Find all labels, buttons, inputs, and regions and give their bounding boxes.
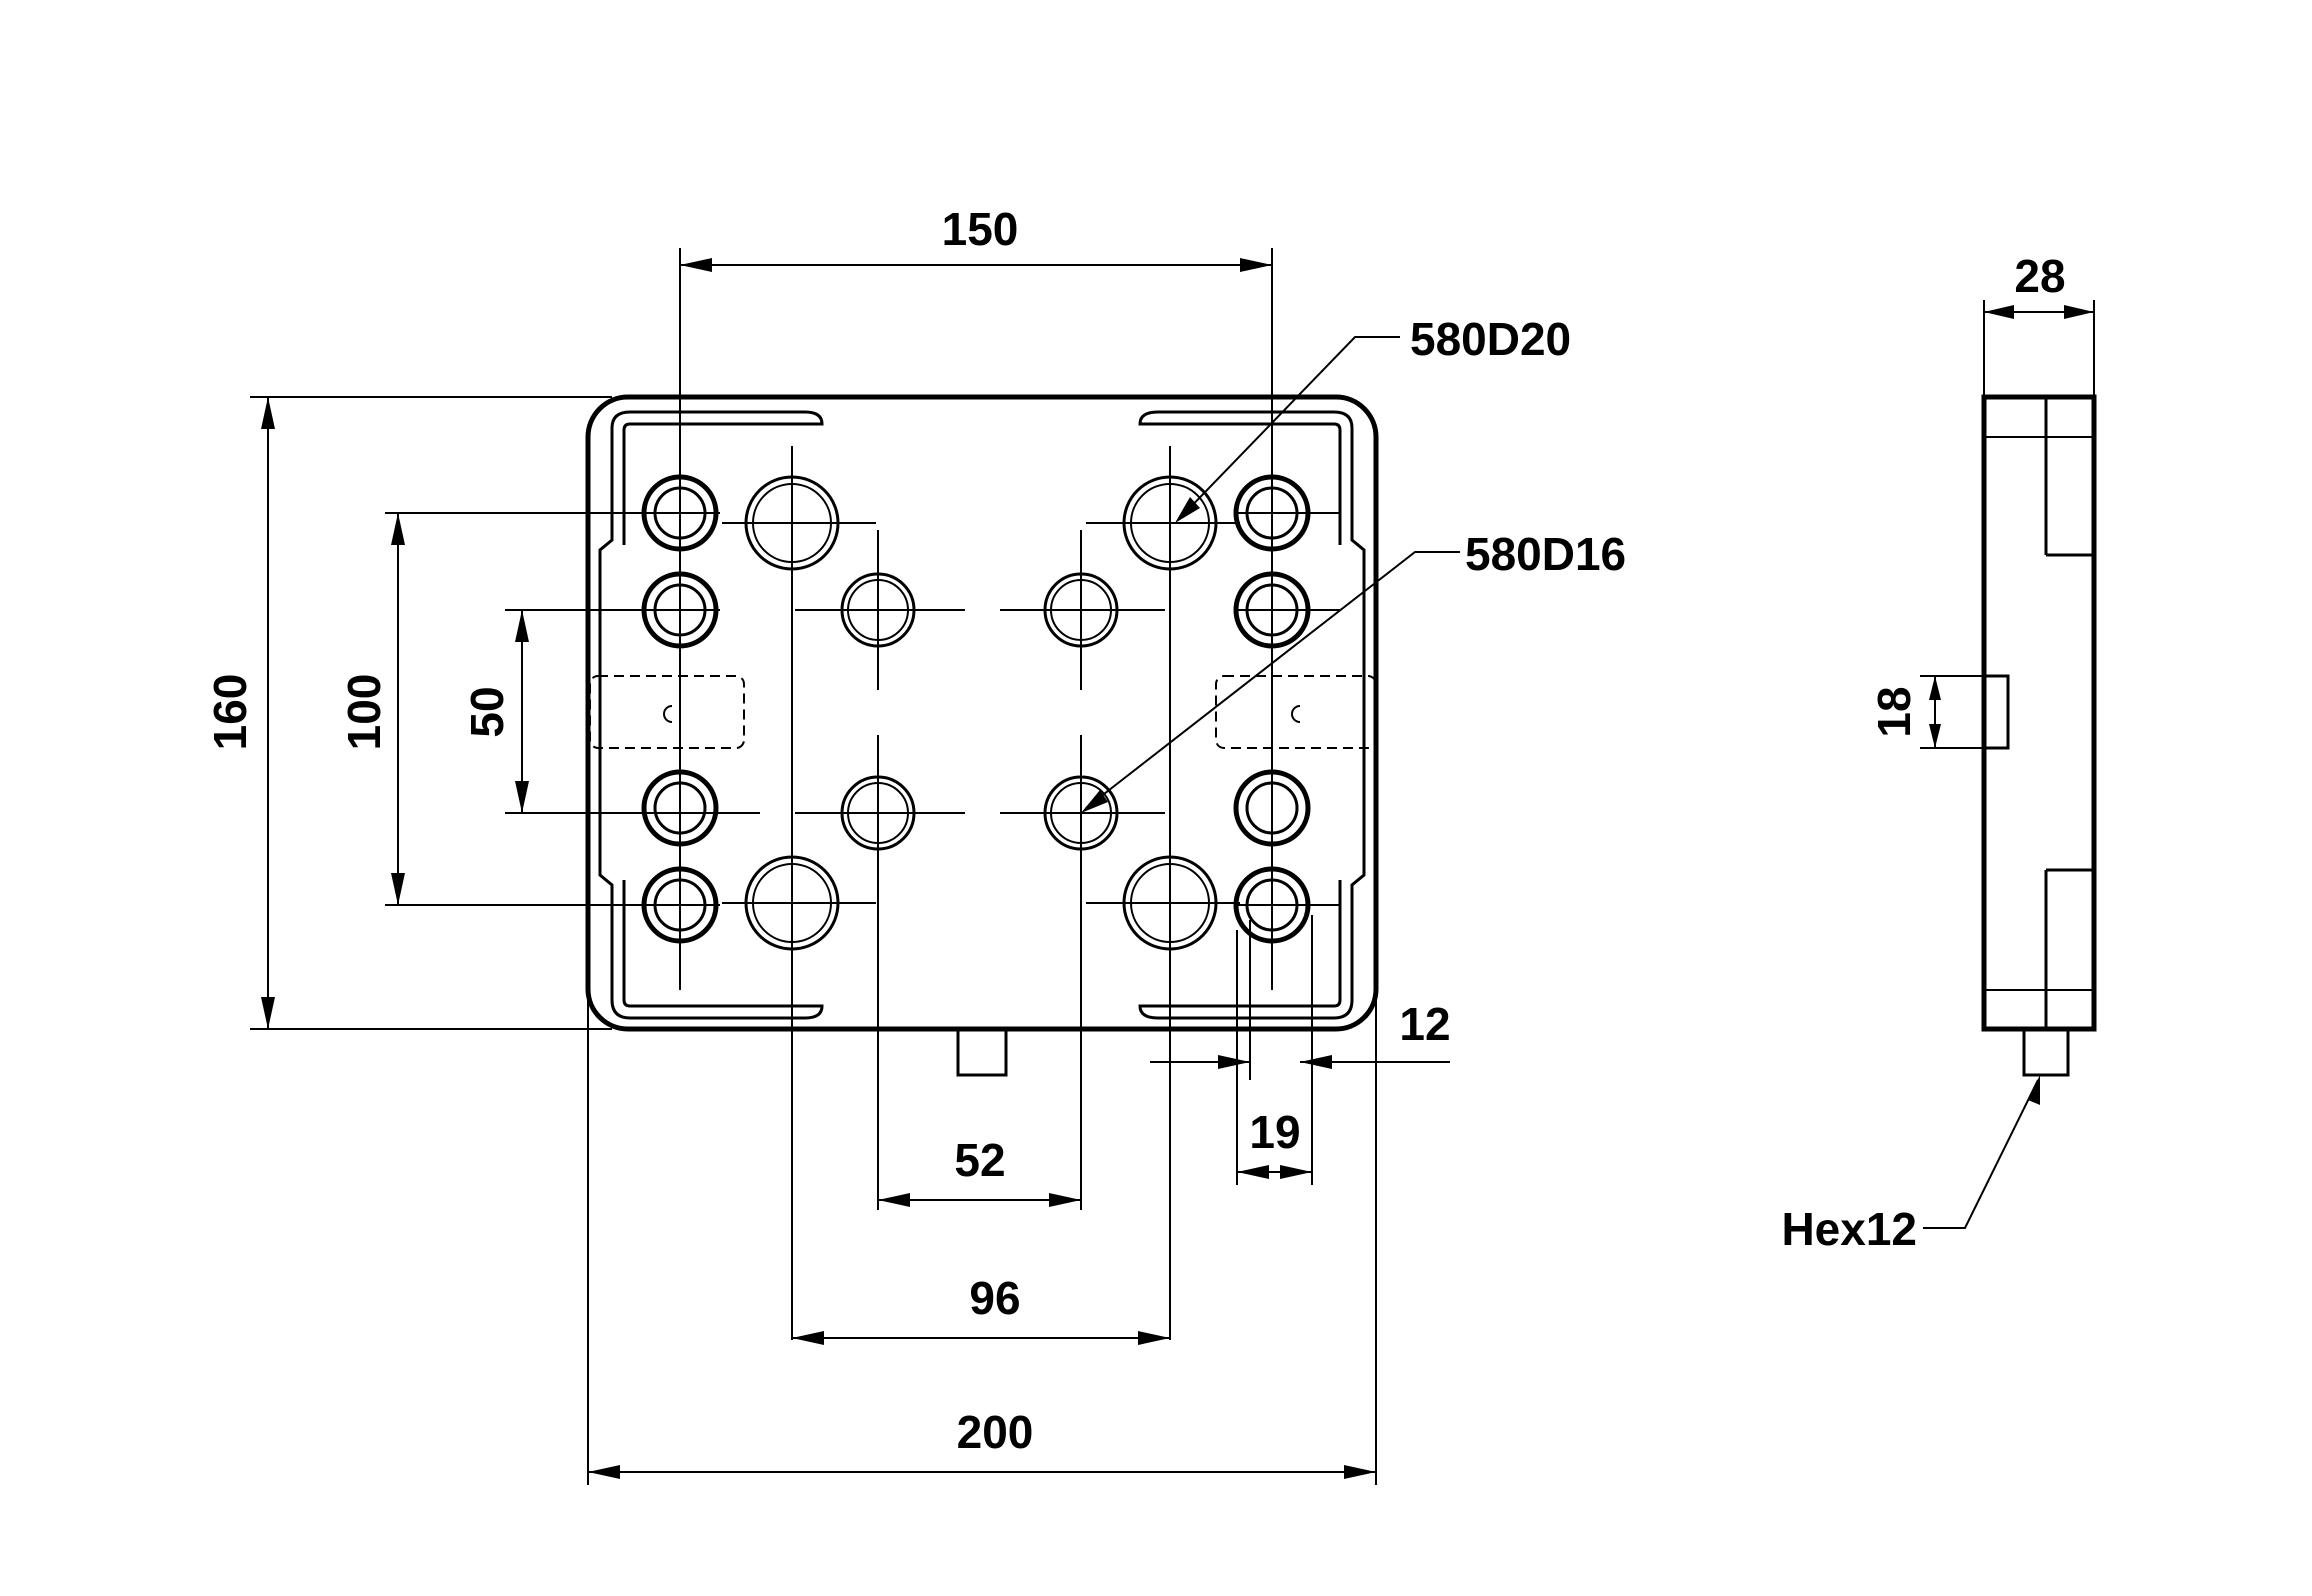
dimension-arrows — [261, 258, 1376, 1479]
side-body — [1981, 394, 2097, 1032]
dimension-lines — [250, 264, 1460, 1485]
dim-200: 200 — [957, 1406, 1034, 1458]
callout-hex12: Hex12 — [1781, 1203, 1917, 1255]
side-stop-key — [1982, 674, 2010, 750]
dim-18: 18 — [1868, 686, 1920, 737]
plate-inner-recess — [598, 410, 824, 1020]
dim-19: 19 — [1249, 1106, 1300, 1158]
hex-stub-front — [956, 1027, 1008, 1077]
left-slot-screw-icon — [663, 705, 673, 723]
dim-96: 96 — [969, 1272, 1020, 1324]
dim-28: 28 — [2014, 250, 2065, 302]
side-dimension-arrows — [1929, 305, 2094, 1105]
dim-50: 50 — [461, 686, 513, 737]
plate-side-view — [1981, 394, 2097, 1077]
dim-160: 160 — [204, 674, 256, 751]
side-dimension-lines — [1920, 300, 2095, 1229]
plate-front-view — [585, 394, 1379, 1077]
hex-stub-side — [2022, 1027, 2070, 1077]
plate-inner-recess-right — [1138, 410, 1366, 1020]
right-clamp-slot — [1215, 675, 1377, 749]
dim-12: 12 — [1399, 998, 1450, 1050]
callout-580D20: 580D20 — [1410, 313, 1571, 365]
right-slot-screw-icon — [1291, 705, 1301, 723]
callout-580D16: 580D16 — [1465, 528, 1626, 580]
dim-52: 52 — [954, 1134, 1005, 1186]
dim-100: 100 — [338, 674, 390, 751]
center-lines — [395, 248, 1340, 1340]
dim-150: 150 — [942, 203, 1019, 255]
left-clamp-slot — [589, 675, 745, 749]
